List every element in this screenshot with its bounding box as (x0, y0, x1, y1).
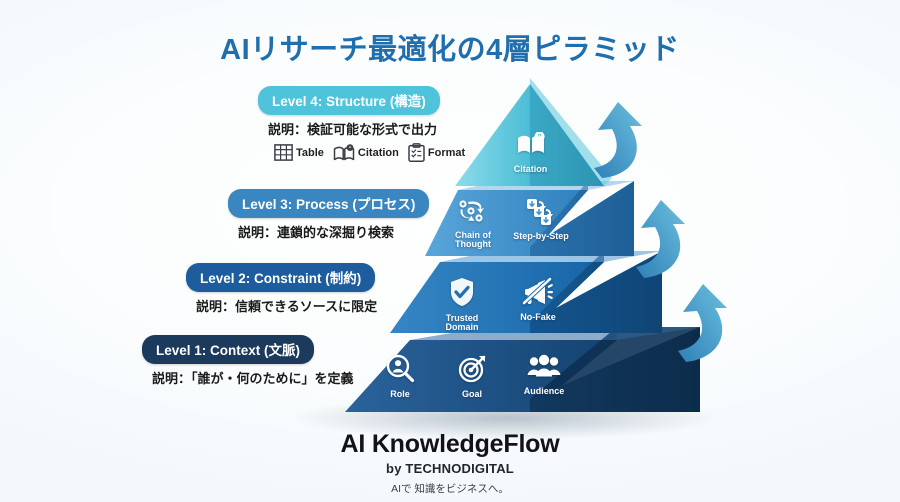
mini-icon-table: Table (274, 144, 324, 161)
badge-level1-jp: (文脈) (264, 343, 301, 358)
mini-icon-format: Format (408, 143, 465, 162)
description-level1: 説明：「誰が・何のために」を定義 (152, 371, 354, 386)
table-icon (274, 144, 293, 161)
citation-book-icon: ” (333, 143, 355, 160)
badge-level2[interactable]: Level 2: Constraint (制約) (186, 263, 376, 292)
description-level3: 説明：連鎖的な深掘り検索 (238, 225, 395, 240)
pyramid-tier-level1 (345, 327, 700, 412)
callout-level4: Level 4: Structure (構造) 説明：検証可能な形式で出力 Ta… (258, 86, 465, 162)
svg-text:”: ” (349, 145, 352, 151)
mini-icon-label: Citation (357, 146, 399, 159)
badge-level2-en: Level 2: Constraint (200, 271, 322, 286)
callout-level2: Level 2: Constraint (制約) 説明：信頼できるソースに限定 (186, 263, 377, 315)
callout-level3: Level 3: Process (プロセス) 説明：連鎖的な深掘り検索 (228, 189, 430, 241)
brand-byline: by TECHNODIGITAL (386, 461, 514, 476)
badge-level3[interactable]: Level 3: Process (プロセス) (228, 189, 430, 218)
badge-level2-jp: (制約) (325, 271, 362, 286)
arrow-level3-to-level4 (594, 102, 642, 178)
badge-level1[interactable]: Level 1: Context (文脈) (142, 335, 315, 364)
mini-icon-label: Format (427, 146, 466, 159)
badge-level3-en: Level 3: Process (242, 197, 349, 212)
pyramid-tier-level2 (390, 251, 662, 333)
description-level2: 説明：信頼できるソースに限定 (196, 299, 378, 314)
arrow-level1-to-level2 (678, 284, 727, 362)
clipboard-format-icon (408, 143, 425, 162)
callout-level1: Level 1: Context (文脈) 説明：「誰が・何のために」を定義 (142, 335, 354, 387)
mini-icon-citation: ” Citation (333, 143, 399, 162)
brand-name: AI KnowledgeFlow (340, 430, 560, 458)
badge-level4-en: Level 4: Structure (272, 94, 387, 109)
pyramid-tier-level4 (455, 78, 612, 186)
badge-level3-jp: (プロセス) (352, 197, 416, 212)
badge-level4[interactable]: Level 4: Structure (構造) (258, 86, 440, 115)
pyramid-tier-level3 (425, 181, 634, 256)
badge-level1-en: Level 1: Context (156, 343, 261, 358)
mini-icon-row-level4: Table ” Citation (258, 143, 465, 162)
description-level4: 説明：検証可能な形式で出力 (268, 122, 438, 137)
mini-icon-label: Table (296, 146, 324, 159)
brand-tagline: AIで 知識をビジネスへ。 (391, 483, 509, 495)
badge-level4-jp: (構造) (389, 94, 426, 109)
page-title: AIリサーチ最適化の4層ピラミッド (220, 34, 680, 66)
arrow-level2-to-level3 (636, 200, 685, 278)
